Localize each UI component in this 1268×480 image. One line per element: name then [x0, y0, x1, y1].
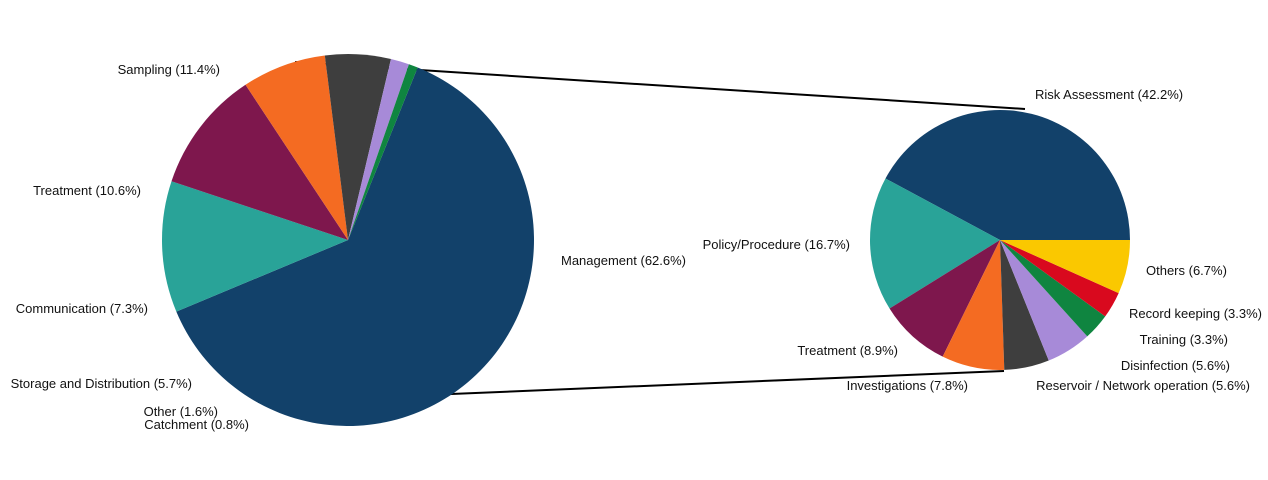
label-disinfection: Disinfection (5.6%) — [1121, 358, 1230, 373]
label-treatment: Treatment (10.6%) — [33, 183, 141, 198]
pie1-slice-other — [348, 59, 409, 241]
label-policy-procedure: Policy/Procedure (16.7%) — [703, 237, 850, 252]
pie1-slice-management — [176, 67, 535, 427]
label-others: Others (6.7%) — [1146, 263, 1227, 278]
breakdown-pie-labels: Risk Assessment (42.2%) Policy/Procedure… — [703, 87, 1262, 393]
label-management: Management (62.6%) — [561, 253, 686, 268]
breakdown-pie — [870, 110, 1130, 370]
label-catchment: Catchment (0.8%) — [144, 417, 249, 432]
label-training: Training (3.3%) — [1140, 332, 1228, 347]
pie2-slice-disinfection — [1000, 240, 1088, 361]
main-pie — [161, 53, 535, 427]
pie1-slice-communication — [245, 55, 348, 240]
pie2-slice-treatment — [889, 240, 1000, 357]
pie2-slice-reservoir-network-operation — [1000, 240, 1049, 370]
pie2-slice-policy-procedure — [870, 178, 1000, 309]
label-reservoir-network: Reservoir / Network operation (5.6%) — [1036, 378, 1250, 393]
label-communication: Communication (7.3%) — [16, 301, 148, 316]
pie1-slice-sampling — [161, 181, 348, 312]
pie1-slice-storage-and-distribution — [324, 53, 391, 240]
pie2-slice-risk-assessment — [885, 110, 1130, 240]
label-storage-distribution: Storage and Distribution (5.7%) — [11, 376, 192, 391]
label-treatment-2: Treatment (8.9%) — [797, 343, 898, 358]
label-other: Other (1.6%) — [144, 404, 218, 419]
label-risk-assessment: Risk Assessment (42.2%) — [1035, 87, 1183, 102]
pie1-slice-catchment — [348, 64, 418, 240]
label-record-keeping: Record keeping (3.3%) — [1129, 306, 1262, 321]
label-investigations: Investigations (7.8%) — [847, 378, 968, 393]
main-pie-labels: Management (62.6%) Sampling (11.4%) Trea… — [11, 62, 686, 432]
pie2-slice-record-keeping — [1000, 240, 1119, 317]
pie1-slice-treatment — [171, 84, 348, 240]
pie2-slice-training — [1000, 240, 1106, 337]
label-sampling: Sampling (11.4%) — [118, 62, 220, 77]
pie2-slice-investigations — [942, 240, 1005, 370]
pie2-slice-others — [1000, 240, 1130, 294]
